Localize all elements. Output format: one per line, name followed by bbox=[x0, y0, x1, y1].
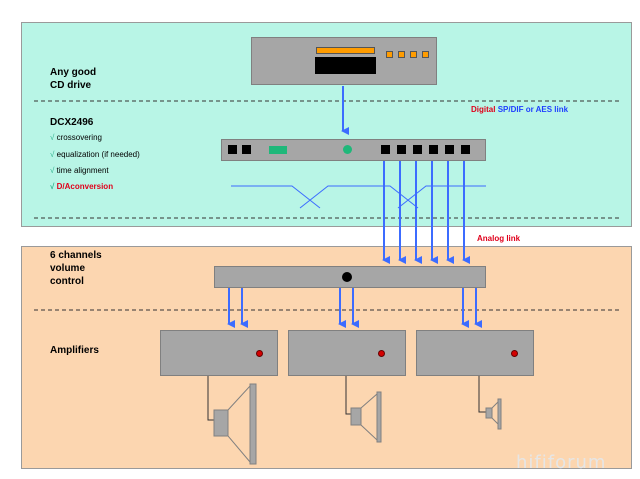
dcx2496-unit bbox=[221, 139, 486, 161]
check-icon: √ bbox=[50, 166, 55, 175]
dcx-button bbox=[228, 145, 237, 154]
digital-word: Digital bbox=[471, 105, 496, 114]
amplifier-1 bbox=[160, 330, 278, 376]
disc-tray bbox=[316, 47, 375, 54]
dcx-feature-item: √ crossovering bbox=[50, 133, 102, 142]
crossover-bandpass-curve bbox=[299, 185, 419, 209]
amp-led bbox=[511, 350, 518, 357]
cd-display bbox=[315, 57, 376, 74]
crossover-lowpass-curve bbox=[231, 185, 321, 209]
digital-link-rest: SP/DIF or AES link bbox=[497, 105, 569, 114]
cd-button bbox=[398, 51, 405, 58]
dcx-feature-item: √ D/Aconversion bbox=[50, 182, 113, 191]
cd-drive bbox=[251, 37, 437, 85]
dcx-display bbox=[269, 146, 287, 154]
volume-label-line1: 6 channels bbox=[50, 250, 102, 261]
dcx-feature-text: time alignment bbox=[56, 166, 109, 175]
dcx-output-button bbox=[397, 145, 406, 154]
cd-label-line2: CD drive bbox=[50, 80, 92, 91]
speaker-wire-mid bbox=[345, 376, 352, 415]
dcx-feature-text: crossovering bbox=[56, 133, 102, 142]
analog-link-label: Analog link bbox=[477, 234, 521, 243]
cd-button bbox=[422, 51, 429, 58]
digital-link-label: Digital SP/DIF or AES link bbox=[471, 105, 568, 114]
volume-label-line3: control bbox=[50, 276, 84, 287]
dcx-output-button bbox=[461, 145, 470, 154]
dcx-feature-text: D/Aconversion bbox=[56, 182, 114, 191]
dcx-output-button bbox=[381, 145, 390, 154]
amplifier-2 bbox=[288, 330, 406, 376]
tweeter-speaker bbox=[485, 398, 502, 430]
dcx-title: DCX2496 bbox=[50, 117, 94, 128]
amplifiers-label: Amplifiers bbox=[50, 345, 99, 356]
cd-label-line1: Any good bbox=[50, 67, 97, 78]
check-icon: √ bbox=[50, 182, 55, 191]
amplifier-3 bbox=[416, 330, 534, 376]
volume-label-line2: volume bbox=[50, 263, 86, 274]
check-icon: √ bbox=[50, 150, 55, 159]
woofer-speaker bbox=[213, 383, 257, 465]
dcx-knob bbox=[343, 145, 352, 154]
volume-control-unit bbox=[214, 266, 486, 288]
amp-led bbox=[256, 350, 263, 357]
cd-button bbox=[386, 51, 393, 58]
dcx-output-button bbox=[445, 145, 454, 154]
dcx-feature-text: equalization (if needed) bbox=[56, 150, 140, 159]
volume-knob bbox=[342, 272, 352, 282]
dcx-feature-item: √ equalization (if needed) bbox=[50, 150, 140, 159]
dcx-output-button bbox=[413, 145, 422, 154]
midrange-speaker bbox=[350, 391, 382, 443]
crossover-highpass-curve bbox=[397, 185, 486, 209]
speaker-wire-tweeter bbox=[478, 376, 486, 413]
dcx-button bbox=[242, 145, 251, 154]
check-icon: √ bbox=[50, 133, 55, 142]
watermark: hififorum bbox=[516, 452, 607, 473]
amp-led bbox=[378, 350, 385, 357]
speaker-wire-woofer bbox=[207, 376, 215, 421]
dcx-feature-item: √ time alignment bbox=[50, 166, 109, 175]
dcx-output-button bbox=[429, 145, 438, 154]
cd-button bbox=[410, 51, 417, 58]
